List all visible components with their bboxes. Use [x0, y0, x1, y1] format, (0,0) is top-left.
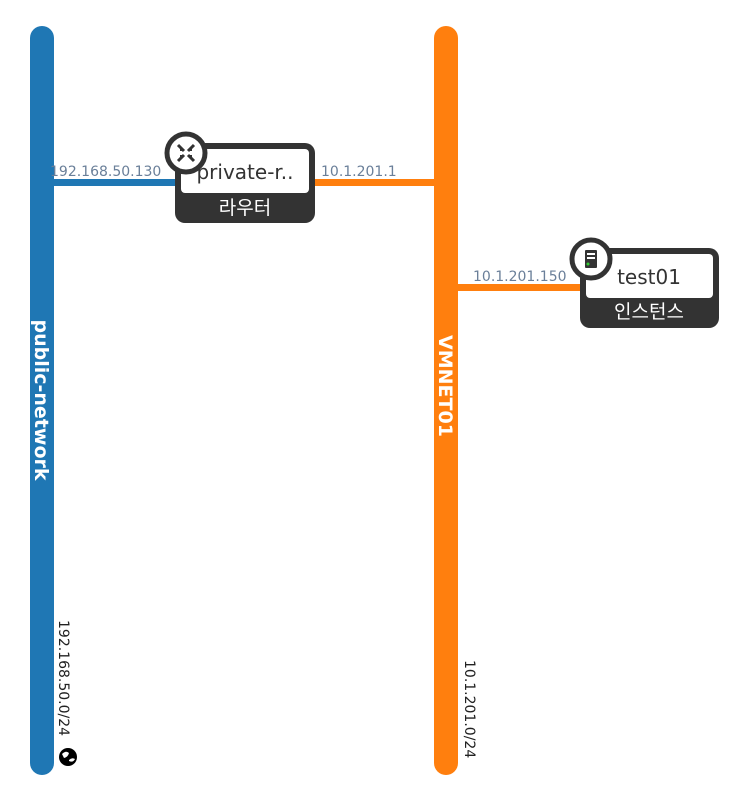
network-public[interactable]: public-network 192.168.50.0/24	[30, 26, 77, 775]
link-router-vmnet[interactable]	[312, 179, 436, 186]
subnet-label: 10.1.201.0/24	[461, 660, 477, 758]
router-name: private-r..	[196, 160, 293, 184]
instance-name: test01	[617, 265, 681, 289]
network-name: VMNET01	[434, 335, 456, 437]
server-icon	[569, 237, 613, 281]
network-vmnet01[interactable]: VMNET01 10.1.201.0/24	[434, 26, 477, 775]
link-router-public[interactable]	[54, 179, 179, 186]
router-icon	[164, 131, 208, 175]
port-ip-label: 10.1.201.1	[321, 164, 397, 180]
port-ip-label: 192.168.50.130	[50, 164, 161, 180]
instance-node[interactable]: test01 인스턴스	[569, 237, 719, 328]
globe-icon	[59, 748, 77, 766]
link-instance-vmnet[interactable]	[456, 284, 582, 291]
router-type: 라우터	[219, 197, 271, 219]
router-node[interactable]: private-r.. 라우터	[164, 131, 315, 223]
port-ip-label: 10.1.201.150	[473, 269, 567, 285]
network-name: public-network	[30, 319, 52, 480]
instance-type: 인스턴스	[614, 301, 684, 323]
subnet-label: 192.168.50.0/24	[55, 620, 71, 736]
